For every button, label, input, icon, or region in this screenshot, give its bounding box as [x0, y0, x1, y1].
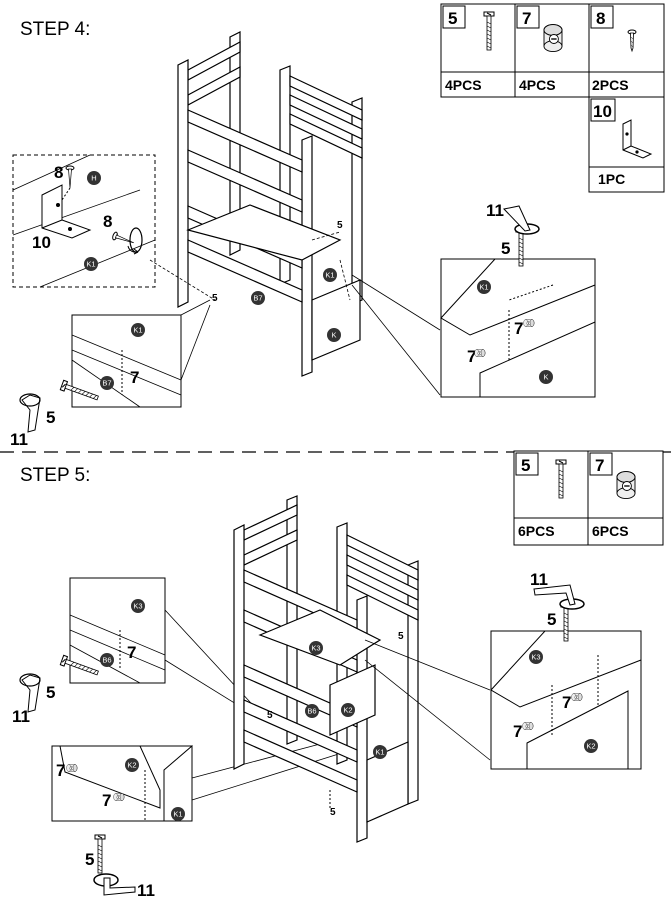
step4-cam-detail: K1 K 7 7 [440, 258, 596, 398]
part-number: 10 [593, 102, 612, 121]
callout-bolt: 5 [501, 239, 510, 258]
panel-label: K1 [325, 271, 334, 280]
panel-label: K1 [479, 283, 488, 292]
panel-label: K1 [375, 748, 384, 757]
panel-label: B7 [102, 379, 111, 388]
callout-tool: 11 [486, 201, 504, 220]
panel-label: K3 [133, 602, 142, 611]
l-bracket-icon [622, 119, 653, 159]
panel-label: B7 [253, 294, 262, 303]
callout-screw: 8 [103, 212, 112, 231]
callout-tool: 11 [530, 570, 548, 589]
callout-cam: 7 [130, 368, 139, 387]
step4-title: STEP 4: [20, 19, 90, 40]
cam-lock-icon [543, 23, 563, 53]
callout-bolt: 5 [337, 220, 343, 231]
hex-key-icon [503, 205, 531, 232]
callout-cam: 7 [514, 319, 523, 338]
panel-label: K3 [311, 644, 320, 653]
panel-label: K1 [173, 810, 182, 819]
panel-label: K1 [86, 260, 95, 269]
panel-label: B6 [102, 656, 111, 665]
callout-cam: 7 [56, 761, 65, 780]
callout-tool: 11 [137, 881, 155, 900]
callout-bolt: 5 [267, 710, 273, 721]
bolt-icon [94, 834, 106, 874]
step5-bottom-detail: K2 K1 7 7 [51, 744, 193, 822]
part-number: 5 [448, 9, 457, 28]
callout-cam: 7 [467, 347, 476, 366]
step5-cam-detail: K3 K2 7 7 [490, 630, 642, 770]
callout-tool: 11 [12, 707, 30, 726]
callout-bolt: 5 [547, 610, 556, 629]
callout-screw: 8 [54, 163, 63, 182]
step5-parts-table: 5 7 6PCS 6PCS [513, 450, 664, 546]
screwdriver-icon [127, 227, 143, 255]
part-quantity: 1PC [598, 171, 625, 187]
callout-bolt: 5 [46, 408, 55, 427]
step5-bookcase-frame [233, 495, 419, 843]
step5-rail-detail: K3 B6 7 [69, 577, 166, 684]
part-quantity: 6PCS [518, 523, 555, 539]
callout-bolt: 5 [212, 293, 218, 304]
callout-bolt: 5 [398, 631, 404, 642]
callout-bolt: 5 [46, 683, 55, 702]
callout-cam: 7 [513, 722, 522, 741]
part-number: 8 [596, 9, 605, 28]
part-quantity: 2PCS [592, 77, 629, 93]
panel-label: K1 [133, 326, 142, 335]
step4-bookcase-frame [177, 31, 363, 377]
part-quantity: 4PCS [445, 77, 482, 93]
callout-cam: 7 [102, 791, 111, 810]
panel-label: K3 [531, 653, 540, 662]
cam-lock-icon [616, 470, 636, 500]
screw-icon [627, 29, 637, 53]
panel-label: K [331, 331, 336, 340]
part-number: 5 [521, 456, 530, 475]
part-number: 7 [595, 456, 604, 475]
step5-title: STEP 5: [20, 465, 90, 486]
part-quantity: 6PCS [592, 523, 629, 539]
callout-cam: 7 [562, 693, 571, 712]
step4-bracket-detail: 8 10 8 H K1 [12, 154, 156, 288]
step4-rail-detail: K1 B7 7 [71, 314, 182, 408]
hex-key-icon [533, 584, 576, 606]
hex-key-icon [19, 673, 41, 713]
hex-key-icon [103, 877, 136, 896]
part-number: 7 [522, 9, 531, 28]
panel-label: H [91, 174, 96, 183]
panel-label: B6 [307, 707, 316, 716]
step4-parts-table: 5 7 8 10 4PCS 4PCS 2PCS 1PC [440, 3, 665, 193]
panel-label: K2 [343, 706, 352, 715]
callout-bracket: 10 [32, 233, 51, 252]
callout-bolt: 5 [330, 807, 336, 818]
panel-label: K2 [127, 761, 136, 770]
panel-label: K2 [586, 742, 595, 751]
callout-bolt: 5 [85, 850, 94, 869]
hex-key-icon [19, 393, 41, 433]
callout-cam: 7 [127, 643, 136, 662]
part-quantity: 4PCS [519, 77, 556, 93]
panel-label: K [543, 373, 548, 382]
callout-tool: 11 [10, 430, 28, 449]
